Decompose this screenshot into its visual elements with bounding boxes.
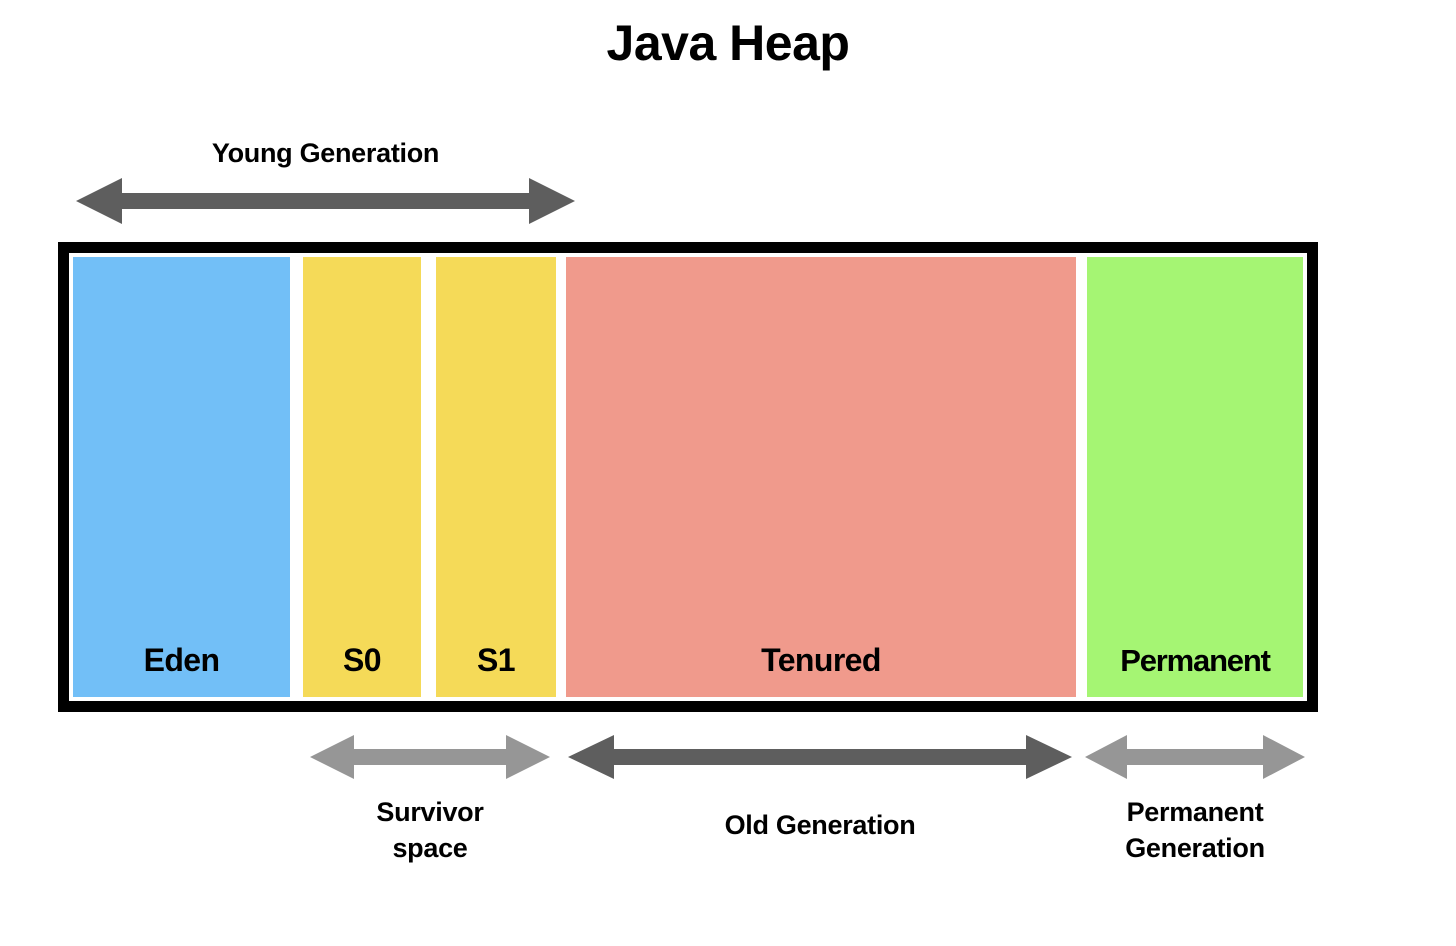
page-title: Java Heap [606,15,850,71]
heap-region-tenured-label: Tenured [761,642,881,678]
permanent-generation-label: Permanent Generation [1125,797,1265,863]
java-heap-container: Eden S0 S1 Tenured Permanent [58,242,1318,712]
heap-region-permanent[interactable]: Permanent [1087,257,1303,697]
heap-region-eden-label: Eden [143,642,220,678]
heap-region-permanent-label: Permanent [1120,643,1271,678]
heap-region-s0[interactable]: S0 [303,257,421,697]
heap-region-eden[interactable]: Eden [73,257,290,697]
young-generation-arrow-icon [76,176,575,226]
permanent-generation-arrow-icon [1085,733,1305,781]
heap-region-s0-label: S0 [343,642,382,678]
heap-regions: Eden S0 S1 Tenured Permanent [69,253,1307,701]
old-generation-arrow-icon [568,733,1072,781]
survivor-space-label: Survivor space [376,797,484,863]
old-generation-label: Old Generation [724,810,916,840]
heap-region-s1-label: S1 [477,642,516,678]
survivor-space-arrow-icon [310,733,550,781]
young-generation-label: Young Generation [211,138,440,168]
heap-region-tenured[interactable]: Tenured [566,257,1076,697]
heap-region-s1[interactable]: S1 [436,257,556,697]
